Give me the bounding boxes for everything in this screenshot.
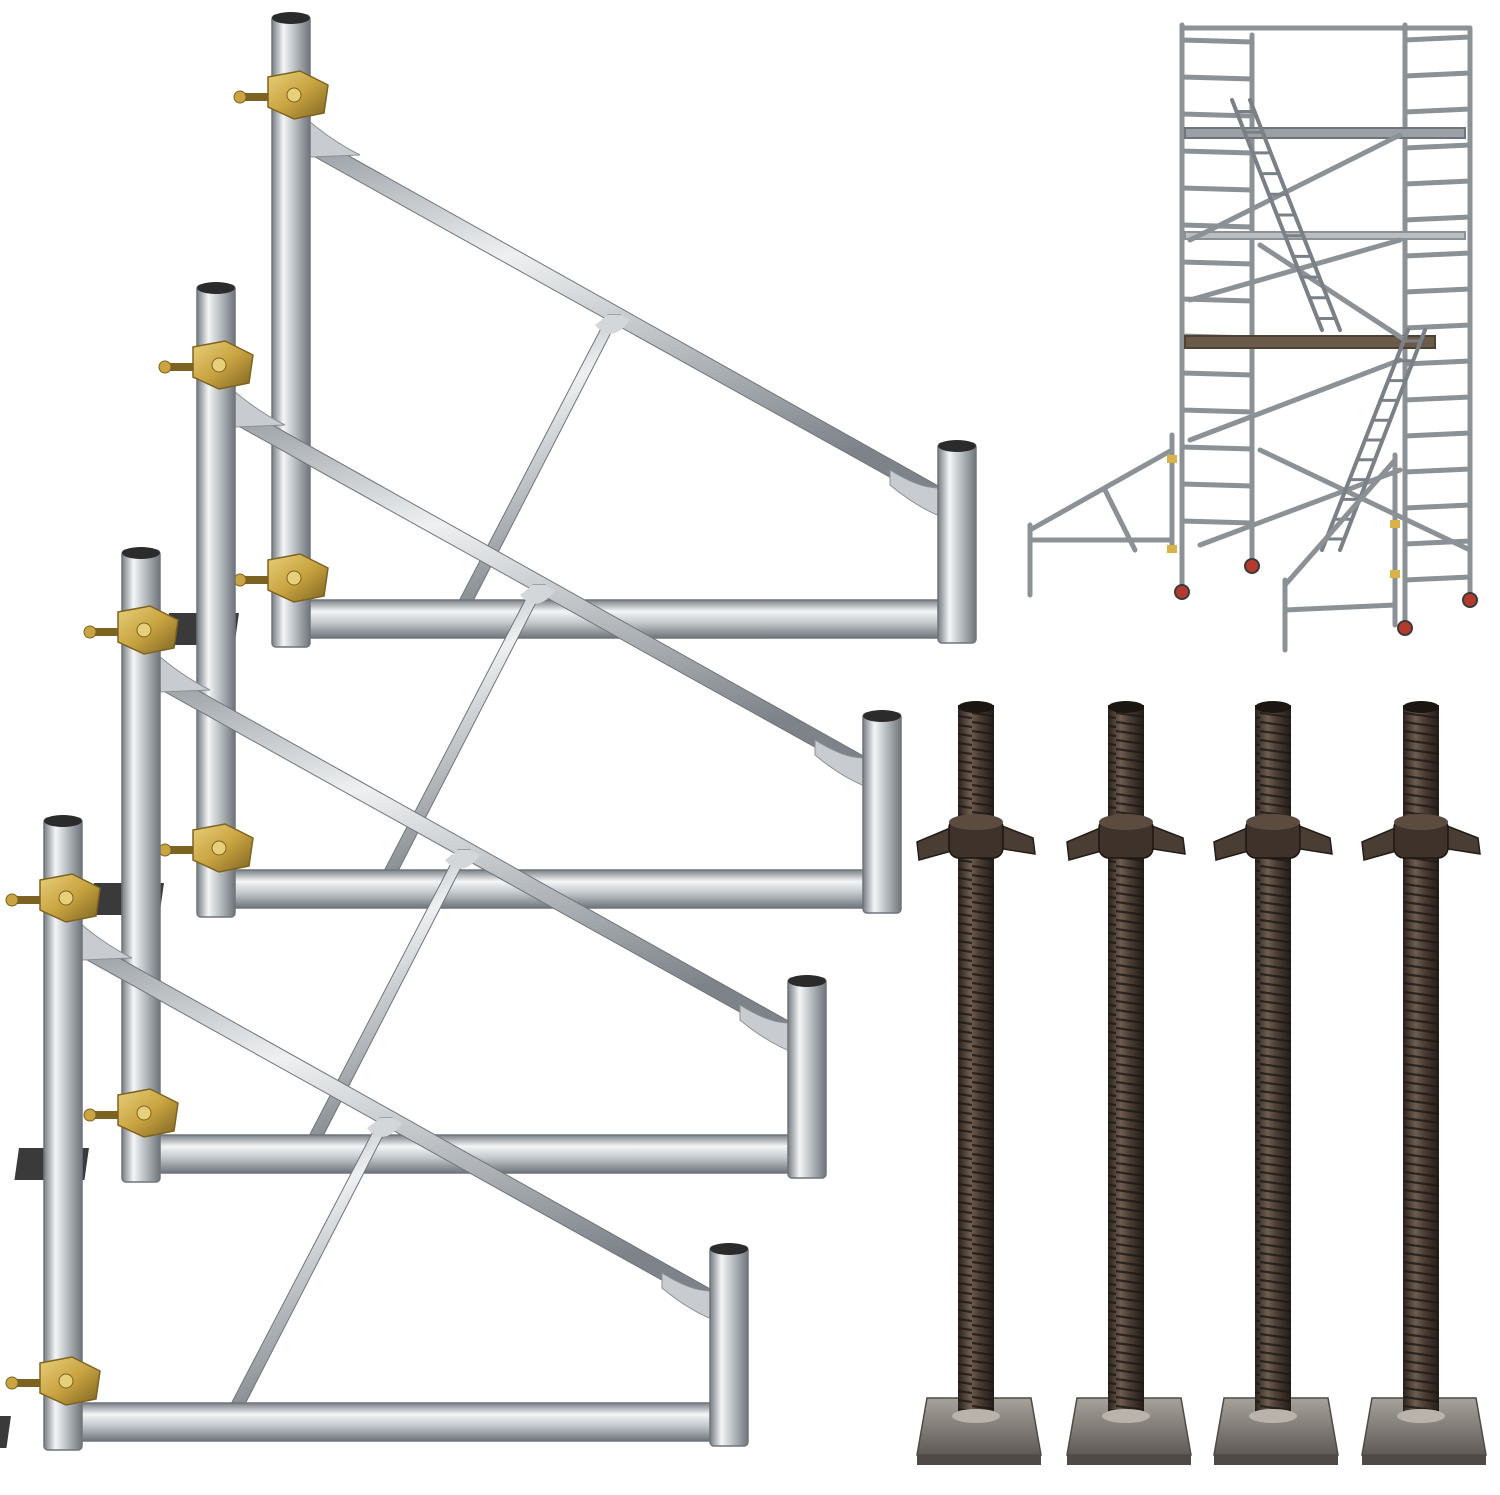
swivel-clamp-icon <box>83 1088 179 1138</box>
jack-group <box>916 701 1487 1465</box>
leveling-screw-jack-icon <box>1361 701 1487 1465</box>
scaffold-tower-icon <box>1027 22 1478 653</box>
leveling-screw-jack-icon <box>916 701 1042 1465</box>
swivel-clamp-icon <box>83 605 179 655</box>
swivel-clamp-icon <box>158 340 254 390</box>
scaffold-outrigger-icon <box>0 815 749 1451</box>
leveling-screw-jack-icon <box>1066 701 1192 1465</box>
swivel-clamp-icon <box>233 70 329 120</box>
scaffold-outrigger-icon <box>14 547 827 1183</box>
scaffold-outrigger-icon <box>164 12 977 648</box>
leveling-screw-jack-icon <box>1213 701 1339 1465</box>
swivel-clamp-icon <box>233 553 329 603</box>
swivel-clamp-icon <box>5 873 101 923</box>
swivel-clamp-icon <box>5 1356 101 1406</box>
swivel-clamp-icon <box>158 823 254 873</box>
outrigger-group <box>0 12 977 1451</box>
